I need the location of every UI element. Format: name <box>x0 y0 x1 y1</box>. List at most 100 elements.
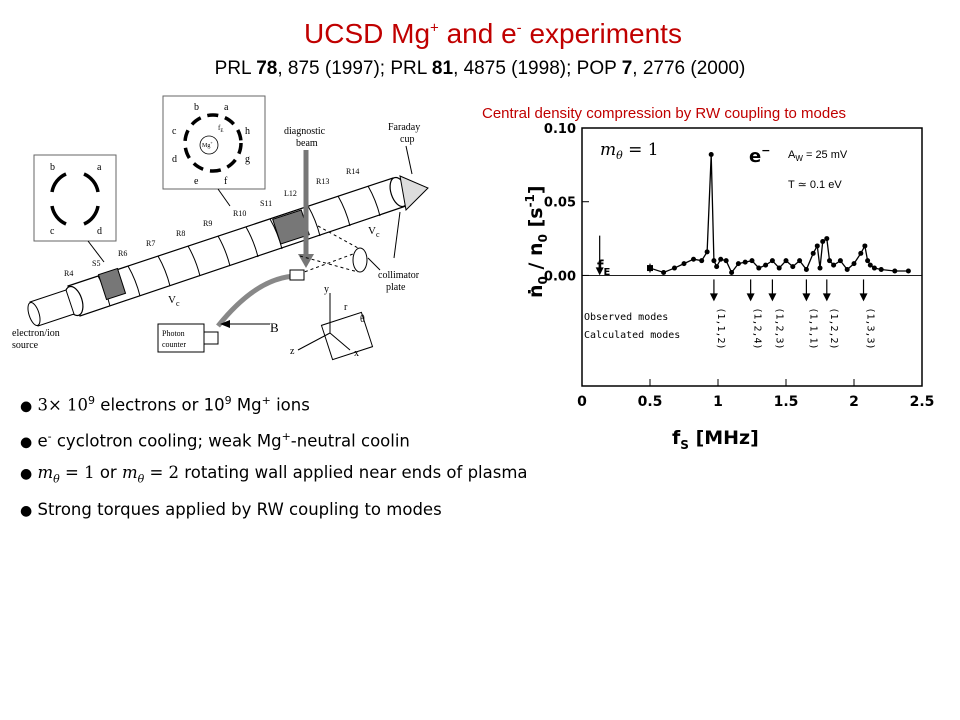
svg-text:diagnostic: diagnostic <box>284 126 326 137</box>
data-point <box>892 268 898 274</box>
mode-label: (1,1,2) <box>715 307 726 349</box>
bullet-item: ● mθ = 1 or mθ = 2 rotating wall applied… <box>20 463 528 486</box>
observed-modes-label: Observed modes <box>584 312 668 323</box>
svg-text:f: f <box>224 176 228 187</box>
svg-text:R13: R13 <box>316 177 329 186</box>
y-tick-label: 0.10 <box>544 122 576 137</box>
mode-number-label: mθ = 1 <box>600 140 659 162</box>
fe-arrow-head <box>595 267 604 276</box>
coordinate-axes: y r θ z x <box>290 284 374 361</box>
data-point <box>742 259 748 265</box>
data-point <box>797 258 803 264</box>
data-point <box>708 152 714 158</box>
amplitude-label: AW = 25 mV <box>788 149 848 163</box>
data-point <box>831 262 837 268</box>
svg-text:plate: plate <box>386 282 406 293</box>
bullet-item: ● 3× 109 electrons or 109 Mg+ ions <box>20 394 310 415</box>
svg-text:R8: R8 <box>176 229 185 238</box>
svg-text:source: source <box>12 340 39 351</box>
svg-text:d: d <box>172 154 177 165</box>
data-point <box>817 265 823 271</box>
data-point <box>763 262 769 268</box>
four-sector-inset: b a c d <box>33 154 117 263</box>
y-axis-label: ṅ0 / n0 [s-1] <box>523 185 550 298</box>
data-point <box>711 258 717 264</box>
mode-arrow-head <box>822 293 831 302</box>
svg-text:S11: S11 <box>260 199 272 208</box>
x-axis-label: fS [MHz] <box>672 427 759 450</box>
electrode-labels: R4 S5 R6 R7 R8 R9 R10 S11 L12 R13 R14 <box>64 167 359 278</box>
y-tick-label: 0.05 <box>544 196 576 211</box>
sector-label: a <box>97 162 102 173</box>
data-point <box>905 268 911 274</box>
data-series <box>647 152 911 275</box>
mode-arrow-head <box>768 293 777 302</box>
sector-label: c <box>50 226 55 237</box>
temperature-label: T ≃ 0.1 eV <box>788 179 842 191</box>
svg-text:b: b <box>194 102 199 113</box>
data-point <box>865 258 871 264</box>
x-tick-label: 2 <box>849 394 859 410</box>
data-point <box>862 243 868 249</box>
data-point <box>851 261 857 267</box>
svg-text:c: c <box>172 126 177 137</box>
data-point <box>827 258 833 264</box>
svg-text:fE: fE <box>218 124 223 134</box>
plot-frame <box>581 127 923 387</box>
x-tick-label: 2.5 <box>910 394 935 410</box>
data-point <box>769 258 775 264</box>
svg-text:a: a <box>224 102 229 113</box>
data-point <box>756 265 762 271</box>
data-point <box>776 265 782 271</box>
mode-arrows: (1,1,2)(1,2,4)(1,2,3)(1,1,1)(1,2,2)(1,3,… <box>595 235 876 350</box>
sector-label: b <box>50 162 55 173</box>
x-tick-label: 1 <box>713 394 723 410</box>
bullet-list: ● 3× 109 electrons or 109 Mg+ ions ● e- … <box>20 386 660 526</box>
vc-label-upper: Vc <box>368 225 380 239</box>
data-point <box>681 261 687 267</box>
svg-text:cup: cup <box>400 134 414 145</box>
error-bar-marker <box>647 265 653 272</box>
data-point <box>803 267 809 273</box>
y-tick-label: 0.00 <box>544 269 576 284</box>
trap-cylinder <box>27 175 429 327</box>
bullet-item: ● Strong torques applied by RW coupling … <box>20 499 442 519</box>
svg-text:Faraday: Faraday <box>388 122 420 133</box>
svg-text:counter: counter <box>162 340 186 349</box>
mode-arrow-head <box>859 293 868 302</box>
data-point <box>867 262 873 268</box>
data-point <box>714 264 720 270</box>
svg-text:z: z <box>290 346 295 357</box>
mode-label: (1,2,4) <box>752 307 763 349</box>
data-point <box>749 258 755 264</box>
vc-label-lower: Vc <box>168 294 180 308</box>
figure-caption: Central density compression by RW coupli… <box>482 105 847 122</box>
data-point <box>718 256 724 262</box>
data-point <box>723 258 729 264</box>
svg-text:x: x <box>354 348 359 359</box>
svg-text:S5: S5 <box>92 259 100 268</box>
data-point <box>691 256 697 262</box>
data-point <box>671 265 677 271</box>
svg-text:beam: beam <box>296 138 318 149</box>
mode-label: (1,1,1) <box>807 307 818 349</box>
svg-text:Photon: Photon <box>162 329 185 338</box>
data-point <box>790 264 796 270</box>
eight-sector-inset: Mg+ fE b a c h d g e f <box>162 95 266 207</box>
data-point <box>858 250 864 256</box>
svg-text:e: e <box>194 176 199 187</box>
fe-label: fE <box>597 257 611 278</box>
references-line: PRL 78, 875 (1997); PRL 81, 4875 (1998);… <box>214 58 746 79</box>
x-tick-label: 1.5 <box>774 394 799 410</box>
apparatus-diagram: b a c d Mg+ fE b a c h d g e f <box>12 95 429 361</box>
svg-text:g: g <box>245 154 250 165</box>
faraday-cup-label: Faraday cup <box>388 122 420 175</box>
series-line <box>649 154 909 274</box>
calculated-modes-label: Calculated modes <box>584 330 680 341</box>
mode-label: (1,2,3) <box>773 307 784 349</box>
svg-text:L12: L12 <box>284 189 297 198</box>
data-point <box>661 269 667 275</box>
data-point <box>810 250 816 256</box>
sector-label: d <box>97 226 102 237</box>
